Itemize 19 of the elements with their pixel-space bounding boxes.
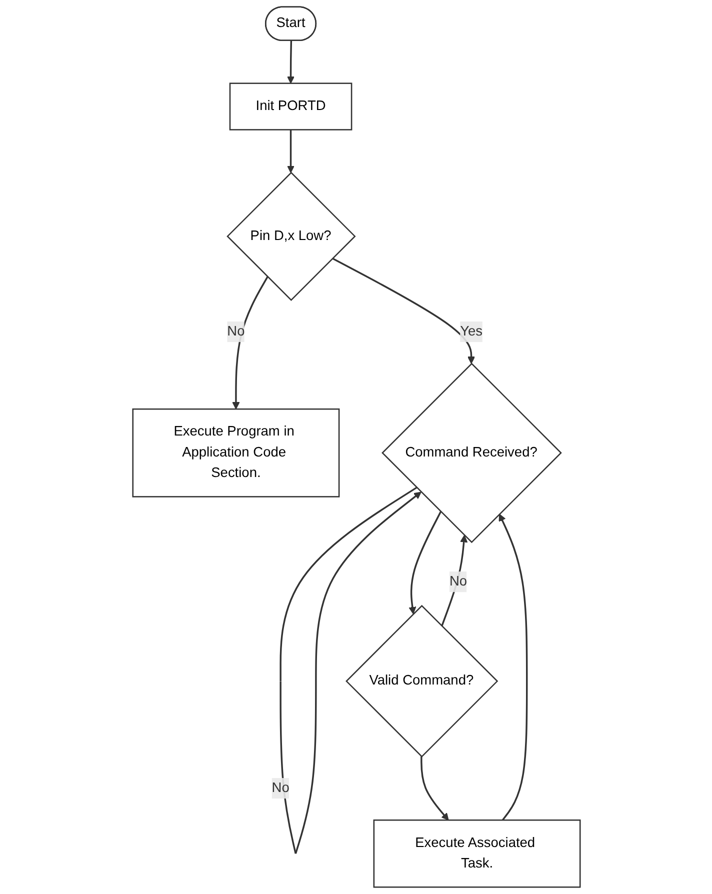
arrow (286, 130, 294, 174)
arrow (286, 40, 294, 84)
arrow (420, 756, 448, 820)
node-diamond: Command Received? (381, 362, 562, 544)
node-box: Init PORTD (228, 82, 352, 130)
node-box: Execute Program in Application Code Section. (132, 408, 340, 498)
node-box: Execute Associated Task. (372, 819, 580, 888)
edge-label: Yes (460, 324, 482, 339)
edge-label: No (271, 780, 289, 796)
arrow (440, 534, 468, 626)
node-diamond: Valid Command? (345, 604, 498, 758)
edge-label: No (448, 574, 467, 589)
arrow (279, 486, 421, 854)
arrow (498, 514, 528, 821)
arrow (332, 258, 475, 364)
edge-label: No (226, 324, 244, 339)
arrow (408, 511, 442, 614)
node-diamond: Pin D,x Low? (226, 172, 356, 301)
arrow (232, 276, 268, 410)
